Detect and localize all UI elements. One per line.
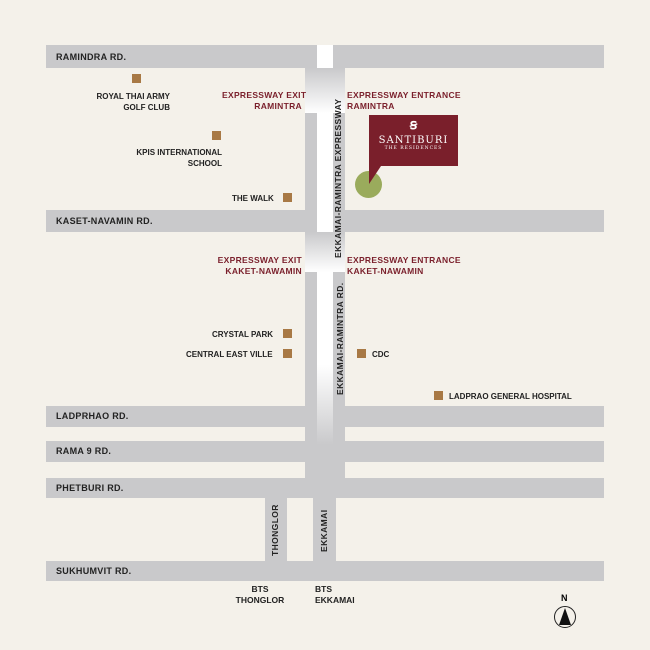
label-kaset: KASET-NAVAMIN RD. (56, 216, 153, 226)
marker-golf (132, 74, 141, 83)
north-arrow-icon (554, 606, 576, 628)
marker-kpis (212, 131, 221, 140)
label-phetburi: PHETBURI RD. (56, 483, 124, 493)
poi-cdc: CDC (372, 350, 390, 359)
label-ekkamai-ramintra: EKKAMAI-RAMINTRA RD. (335, 282, 345, 395)
logo-name: SANTIBURI (378, 135, 449, 146)
label-ramindra: RAMINDRA RD. (56, 52, 127, 62)
logo-swirl-icon: ꞩ (409, 117, 418, 133)
label-sukhumvit: SUKHUMVIT RD. (56, 566, 132, 576)
road-thonglor (265, 498, 287, 568)
logo-pointer (369, 166, 381, 184)
santiburi-logo[interactable]: ꞩ SANTIBURI THE RESIDENCES (369, 115, 458, 166)
marker-cev (283, 349, 292, 358)
label-ladprao: LADPRHAO RD. (56, 411, 129, 421)
road-ekkamai (313, 478, 336, 581)
poi-crystal: CRYSTAL PARK (212, 330, 274, 339)
ramp-ramintra (305, 68, 345, 113)
poi-walk: THE WALK (232, 194, 274, 203)
logo-sub: THE RESIDENCES (384, 146, 443, 151)
marker-hospital (434, 391, 443, 400)
poi-hospital: LADPRAO GENERAL HOSPITAL (449, 392, 572, 401)
label-ekkamai: EKKAMAI (319, 509, 329, 552)
ramp-kaset (305, 232, 345, 272)
compass-label: N (561, 593, 568, 603)
label-thonglor: THONGLOR (270, 504, 280, 556)
marker-walk (283, 193, 292, 202)
marker-crystal (283, 329, 292, 338)
label-expressway: EKKAMAI-RAMINTRA EXPRESSWAY (333, 98, 343, 258)
marker-cdc (357, 349, 366, 358)
label-rama9: RAMA 9 RD. (56, 446, 112, 456)
poi-cev: CENTRAL EAST VILLE (186, 350, 273, 359)
